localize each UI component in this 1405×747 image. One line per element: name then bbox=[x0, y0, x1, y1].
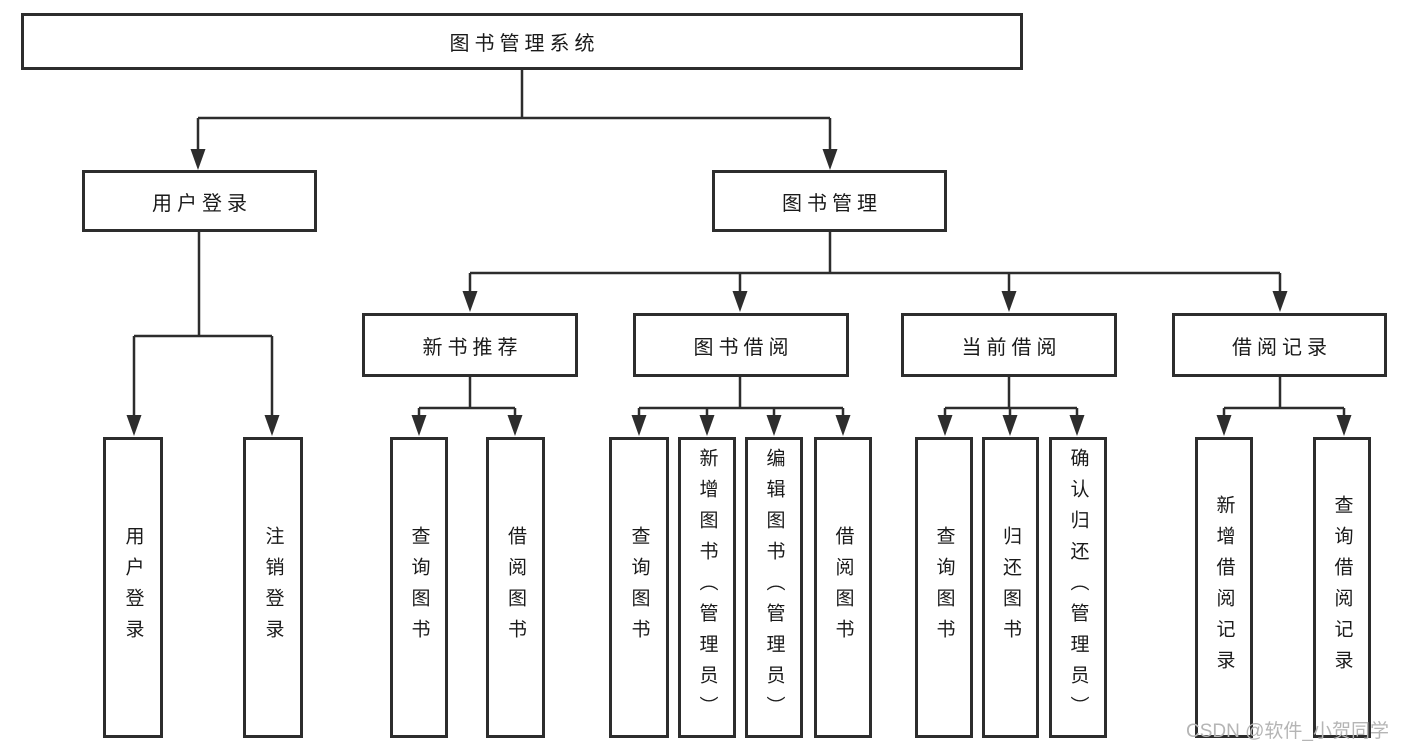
leaf-record-add-borrow-record-label: 新增借阅记录 bbox=[1213, 494, 1235, 681]
node-root: 图书管理系统 bbox=[21, 13, 1023, 70]
leaf-borrow-edit-books-admin-label: 编辑图书（管理员） bbox=[763, 448, 785, 727]
leaf-borrow-query-books-label: 查询图书 bbox=[628, 525, 650, 650]
leaf-current-return-books: 归还图书 bbox=[982, 437, 1039, 738]
leaf-borrow-query-books: 查询图书 bbox=[609, 437, 669, 738]
leaf-current-query-books: 查询图书 bbox=[915, 437, 973, 738]
node-book-borrow: 图书借阅 bbox=[633, 313, 849, 377]
leaf-logout-label: 注销登录 bbox=[262, 525, 284, 650]
node-book-management-branch: 图书管理 bbox=[712, 170, 947, 232]
leaf-borrow-borrow-books-label: 借阅图书 bbox=[832, 525, 854, 650]
leaf-record-add-borrow-record: 新增借阅记录 bbox=[1195, 437, 1253, 738]
leaf-borrow-borrow-books: 借阅图书 bbox=[814, 437, 872, 738]
leaf-borrow-edit-books-admin: 编辑图书（管理员） bbox=[745, 437, 803, 738]
leaf-record-query-borrow-record-label: 查询借阅记录 bbox=[1331, 494, 1353, 681]
node-borrow-record-label: 借阅记录 bbox=[1232, 336, 1332, 359]
leaf-record-query-borrow-record: 查询借阅记录 bbox=[1313, 437, 1371, 738]
leaf-current-confirm-return-admin: 确认归还（管理员） bbox=[1049, 437, 1107, 738]
leaf-borrow-add-books-admin: 新增图书（管理员） bbox=[678, 437, 736, 738]
leaf-current-query-books-label: 查询图书 bbox=[933, 525, 955, 650]
leaf-current-return-books-label: 归还图书 bbox=[1000, 525, 1021, 650]
csdn-watermark: CSDN @软件_小贺同学 bbox=[1186, 721, 1389, 742]
node-book-management-branch-label: 图书管理 bbox=[782, 192, 882, 215]
node-borrow-record: 借阅记录 bbox=[1172, 313, 1387, 377]
leaf-newbook-query-books: 查询图书 bbox=[390, 437, 448, 738]
leaf-user-login-label: 用户登录 bbox=[122, 525, 144, 650]
node-root-label: 图书管理系统 bbox=[449, 33, 600, 55]
leaf-user-login: 用户登录 bbox=[103, 437, 163, 738]
leaf-current-confirm-return-admin-label: 确认归还（管理员） bbox=[1067, 448, 1089, 727]
node-current-borrow-label: 当前借阅 bbox=[961, 336, 1062, 359]
node-new-book-recommend-label: 新书推荐 bbox=[422, 336, 523, 359]
leaf-borrow-add-books-admin-label: 新增图书（管理员） bbox=[696, 448, 718, 727]
node-user-login-branch: 用户登录 bbox=[82, 170, 317, 232]
leaf-newbook-borrow-books: 借阅图书 bbox=[486, 437, 545, 738]
node-current-borrow: 当前借阅 bbox=[901, 313, 1117, 377]
leaf-newbook-query-books-label: 查询图书 bbox=[408, 525, 430, 650]
node-new-book-recommend: 新书推荐 bbox=[362, 313, 578, 377]
leaf-logout: 注销登录 bbox=[243, 437, 303, 738]
leaf-newbook-borrow-books-label: 借阅图书 bbox=[505, 525, 526, 650]
node-user-login-branch-label: 用户登录 bbox=[152, 192, 252, 215]
node-book-borrow-label: 图书借阅 bbox=[693, 336, 794, 359]
